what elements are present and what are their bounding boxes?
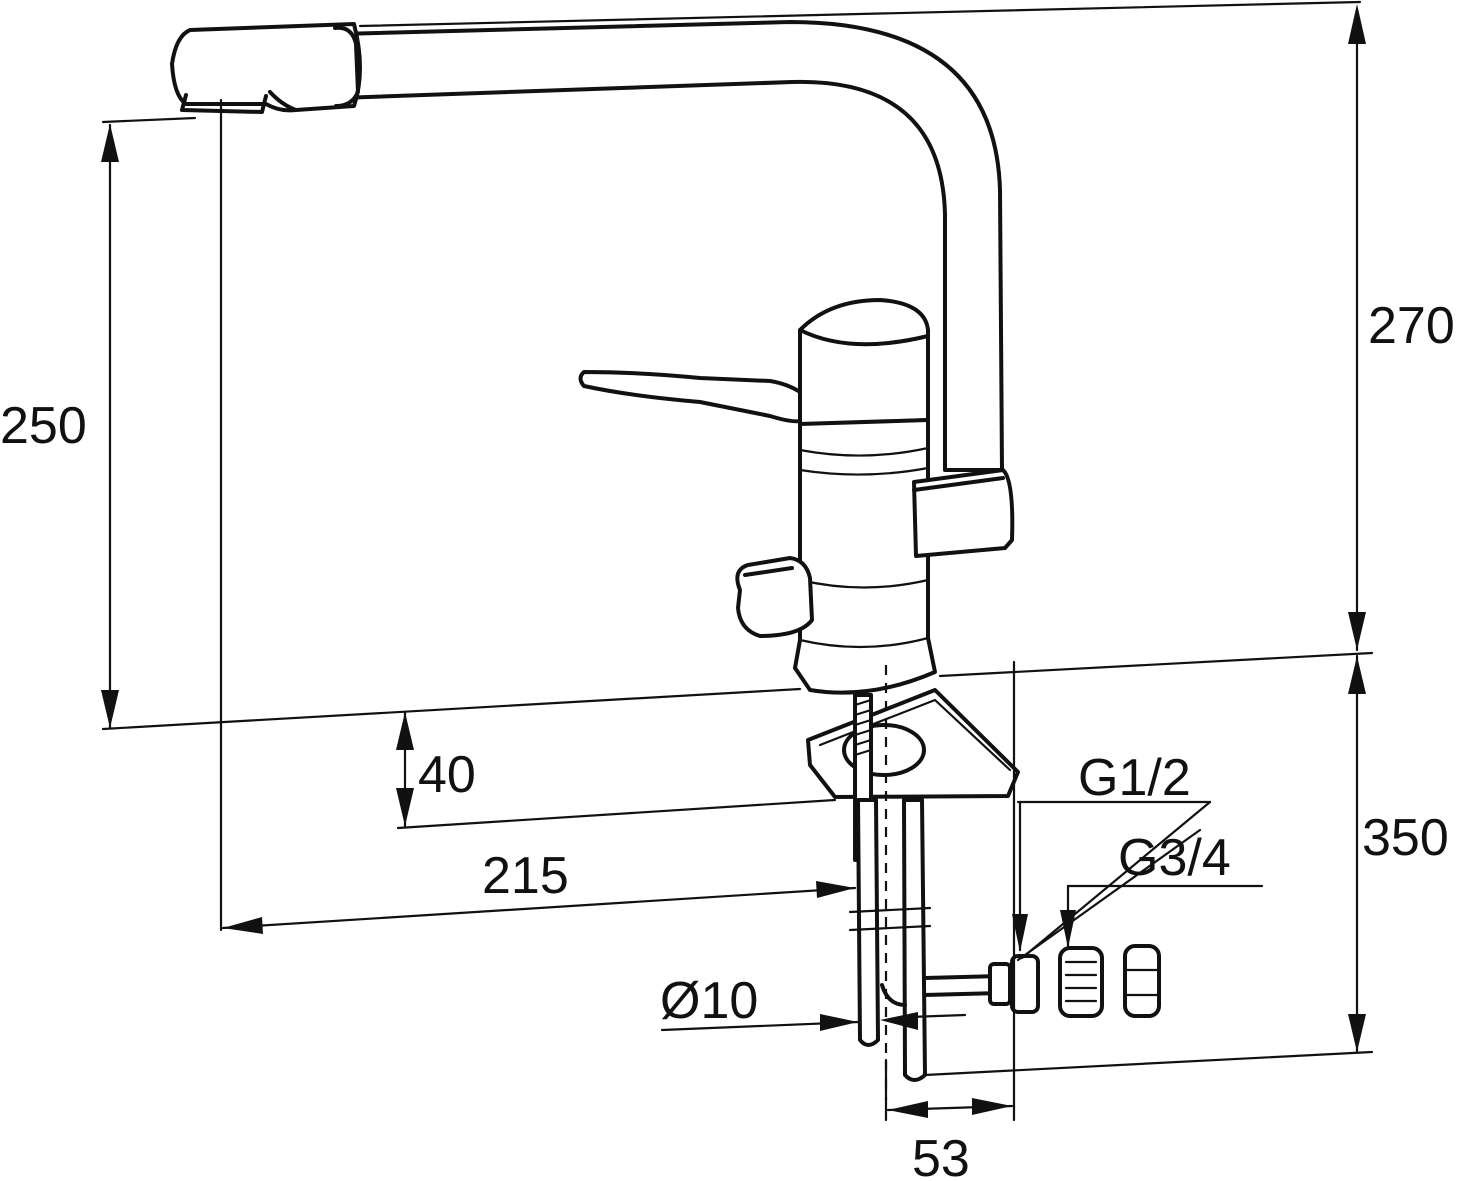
- dim-53-label: 53: [912, 1130, 970, 1181]
- thread-g34-label: G3/4: [1118, 829, 1231, 887]
- faucet: [170, 20, 1015, 695]
- collar-bracket: [912, 468, 1015, 558]
- base-plate: [806, 688, 1020, 799]
- dim-350-label: 350: [1362, 809, 1449, 867]
- thread-g12-label: G1/2: [1078, 749, 1191, 807]
- dim-diameter-label: Ø10: [660, 972, 758, 1030]
- fitting: [988, 962, 1012, 1006]
- fitting-thread-g12: [1010, 954, 1040, 1014]
- spout-head: [170, 22, 362, 113]
- lever-handle: [578, 370, 808, 424]
- dim-40-label: 40: [418, 746, 476, 804]
- side-valve: [735, 556, 814, 638]
- dimension-lines: [101, 0, 1374, 1122]
- mounting-assembly: [806, 688, 1161, 1082]
- supply-pipe-2: [902, 798, 927, 1082]
- adapter-g34: [1058, 946, 1104, 1018]
- dim-250-label: 250: [0, 397, 87, 455]
- arrowheads: [101, 4, 1366, 1118]
- faucet-column: [793, 418, 937, 695]
- dim-215-label: 215: [482, 847, 569, 905]
- cartridge-cap: [798, 298, 930, 427]
- dim-270-label: 270: [1368, 297, 1455, 355]
- supply-pipe-1: [856, 798, 880, 1047]
- nut: [1123, 944, 1161, 1018]
